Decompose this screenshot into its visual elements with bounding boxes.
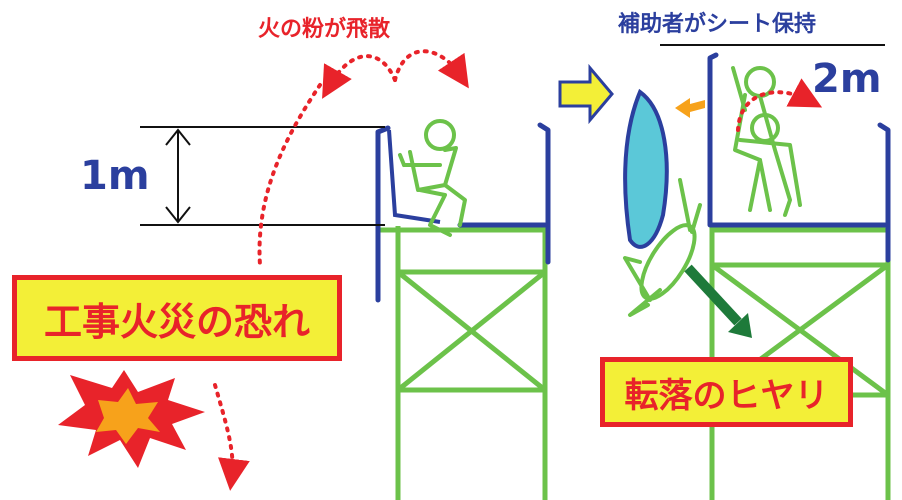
fall-warning-box: 転落のヒヤリ [600, 357, 853, 427]
left-worker [398, 119, 467, 237]
falling-sheet [623, 88, 669, 249]
pull-arrow-icon [675, 98, 705, 118]
fall-warning-text: 転落のヒヤリ [624, 375, 829, 416]
spark-trail-right [736, 78, 823, 132]
helper-label: 補助者がシート保持 [618, 12, 817, 37]
fire-warning-box: 工事火災の恐れ [12, 275, 342, 361]
left-sheet [387, 129, 441, 224]
falling-worker [623, 178, 702, 317]
left-guardrail [375, 122, 551, 303]
fall-arrow-icon [684, 264, 752, 338]
helper-workers [731, 66, 802, 217]
explosion-core-icon [96, 388, 160, 444]
direction-arrow-icon [558, 63, 614, 125]
fire-warning-text: 工事火災の恐れ [43, 299, 310, 344]
left-scaffold [380, 226, 550, 500]
height-label-1m: 1m [80, 153, 150, 199]
sparks-label: 火の粉が飛散 [258, 17, 391, 42]
spark-trails-left [213, 49, 469, 491]
height-label-2m: 2m [812, 56, 882, 102]
right-guardrail [707, 52, 891, 263]
